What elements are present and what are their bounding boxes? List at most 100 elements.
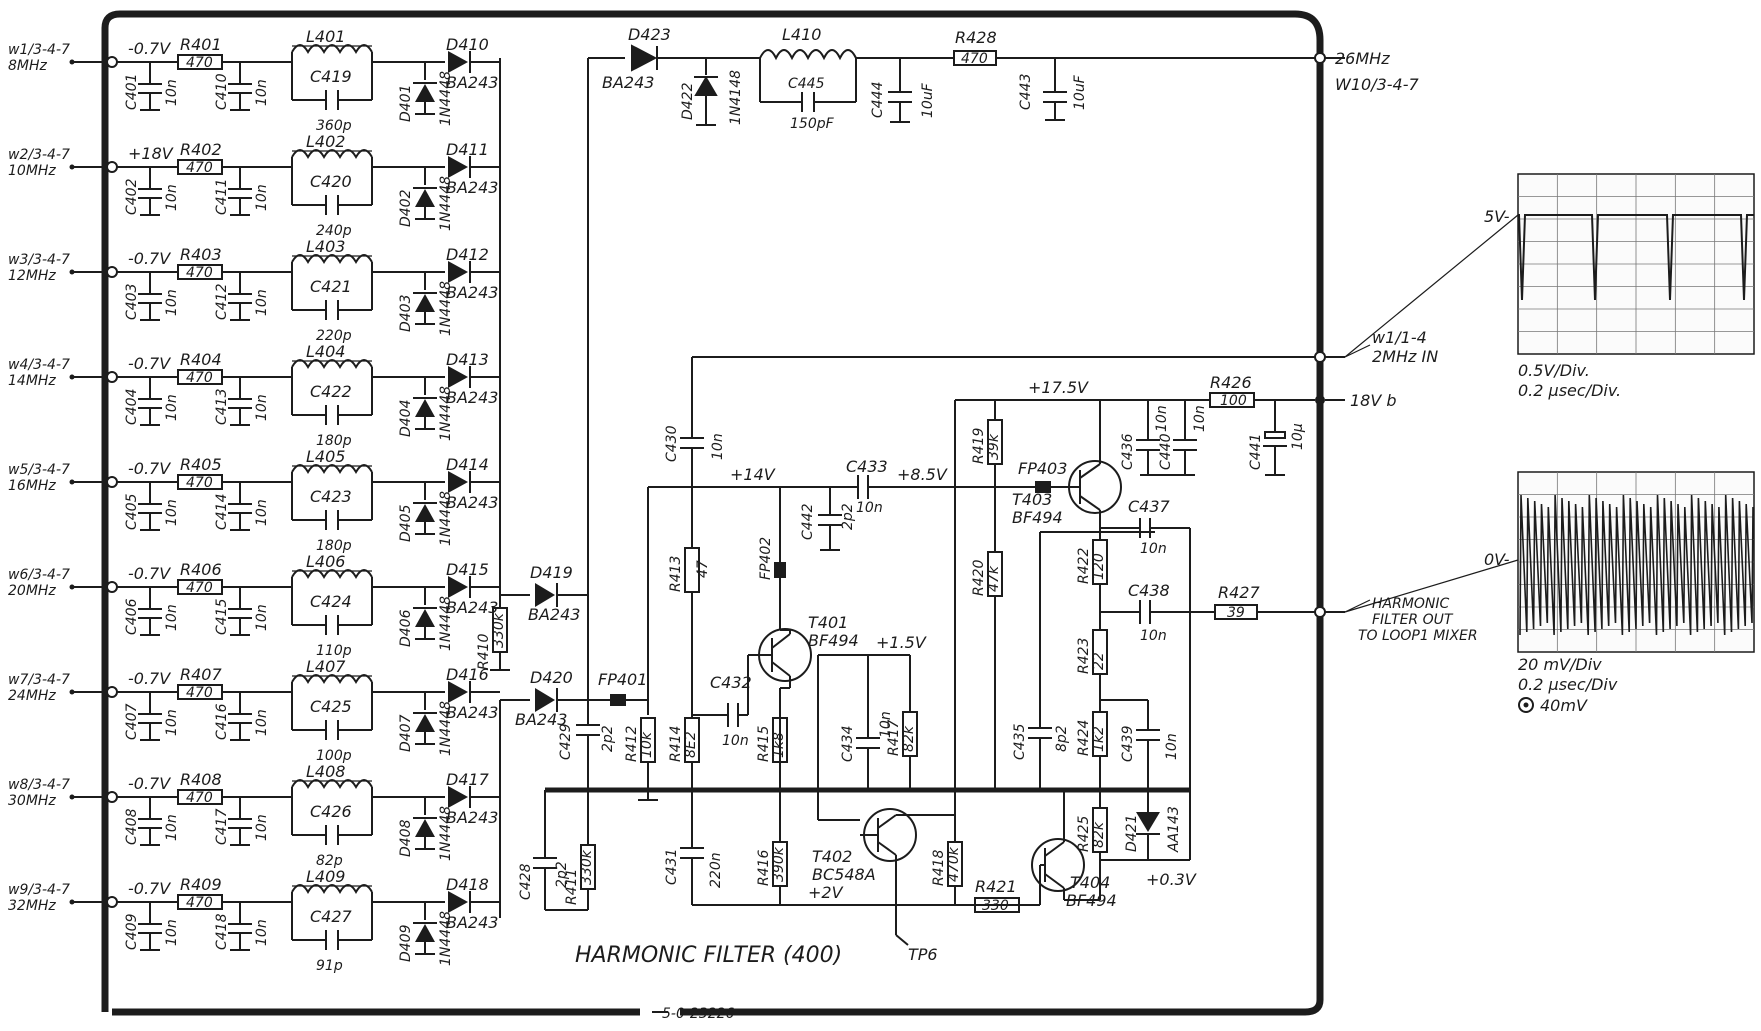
shunt-diode-label: D405	[398, 504, 414, 542]
c432-value: 10n	[722, 733, 749, 749]
c443-label: C443	[1018, 74, 1034, 111]
c442-value: 2p2	[840, 503, 856, 530]
output-26mhz-name: W10/3-4-7	[1335, 75, 1419, 94]
c440-value: 10n	[1192, 405, 1208, 432]
inductor-label: L409	[306, 867, 345, 886]
inductor-label: L408	[306, 762, 345, 781]
cap-label: C415	[214, 598, 230, 635]
cap-label: C405	[124, 493, 140, 530]
t401-type: BF494	[808, 631, 859, 650]
fp403-label: FP403	[1018, 459, 1067, 478]
c437-value: 10n	[1140, 541, 1167, 557]
r428-label: R428	[955, 28, 997, 47]
series-diode-label: D415	[446, 560, 489, 579]
cap-value: 10n	[254, 919, 270, 946]
d422-label: D422	[680, 82, 696, 120]
c439-label: C439	[1120, 725, 1136, 762]
r427-value: 39	[1227, 605, 1245, 621]
c445-value: 150pF	[790, 116, 835, 132]
v03-label: +0.3V	[1146, 870, 1197, 889]
series-diode-label: D411	[446, 140, 489, 159]
cap-label: C418	[214, 913, 230, 950]
resistor-value: 470	[186, 685, 213, 701]
input-2mhz-name: w1/1-4	[1372, 328, 1427, 347]
c438-value: 10n	[1140, 628, 1167, 644]
c444-label: C444	[870, 82, 886, 119]
c430-value: 10n	[710, 433, 726, 460]
series-diode-type: BA243	[446, 283, 498, 302]
inductor-label: L406	[306, 552, 345, 571]
scope-2-waveform	[1519, 494, 1754, 636]
bias-voltage: -0.7V	[128, 879, 171, 898]
input-name: w7/3-4-7	[8, 672, 70, 688]
cap-value: 10n	[254, 814, 270, 841]
r422-value: 120	[1091, 553, 1107, 580]
shunt-diode-type: 1N4448	[438, 281, 454, 336]
scope-1: 5V- 0.5V/Div. 0.2 µsec/Div.	[1344, 173, 1755, 400]
input-name: w1/3-4-7	[8, 42, 70, 58]
inductor-label: L401	[306, 27, 345, 46]
input-freq: 12MHz	[8, 268, 56, 284]
d420-label: D420	[530, 668, 573, 687]
resistor-value: 470	[186, 475, 213, 491]
c436-value: 10n	[1154, 405, 1170, 432]
d419-type: BA243	[528, 605, 580, 624]
inductor-label: L402	[306, 132, 345, 151]
supply-18v-label: 18V b	[1350, 391, 1397, 410]
bias-voltage: -0.7V	[128, 669, 171, 688]
cap-value: 10n	[164, 709, 180, 736]
cap-value: 10n	[164, 79, 180, 106]
cap-value: 10n	[254, 499, 270, 526]
c434-label: C434	[840, 726, 856, 763]
inductor-label: L403	[306, 237, 345, 256]
c433-value: 10n	[856, 500, 883, 516]
series-diode-type: BA243	[446, 808, 498, 827]
d423-type: BA243	[602, 73, 654, 92]
cap-label: C406	[124, 598, 140, 635]
c439-value: 10n	[1164, 733, 1180, 760]
c444-value: 10uF	[920, 82, 936, 118]
input-freq: 16MHz	[8, 478, 56, 494]
v175-label: +17.5V	[1028, 378, 1089, 397]
scope-2-level: 0V-	[1484, 550, 1510, 569]
c442-label: C442	[800, 503, 816, 540]
cap-label: C411	[214, 179, 230, 216]
t403-type: BF494	[1012, 508, 1063, 527]
series-diode-label: D412	[446, 245, 489, 264]
input-2mhz-freq: 2MHz IN	[1372, 347, 1438, 366]
v15-label: +1.5V	[876, 633, 927, 652]
bias-voltage: +18V	[128, 144, 174, 163]
r416-label: R416	[756, 849, 772, 886]
r419-value: 39k	[986, 433, 1002, 460]
c429-value: 2p2	[600, 725, 616, 752]
bias-voltage: -0.7V	[128, 564, 171, 583]
r423-label: R423	[1076, 638, 1092, 674]
shunt-diode-label: D402	[398, 189, 414, 227]
fp402-label: FP402	[758, 537, 774, 580]
resistor-value: 470	[186, 580, 213, 596]
resistor-value: 470	[186, 370, 213, 386]
cap-label: C409	[124, 913, 140, 950]
series-diode-label: D416	[446, 665, 489, 684]
r411-value: 330k	[579, 849, 595, 885]
board-frame	[101, 10, 1324, 1016]
shunt-diode-type: 1N4448	[438, 491, 454, 546]
c432-label: C432	[710, 673, 752, 692]
tank-cap-label: C424	[310, 592, 352, 611]
cap-value: 10n	[254, 394, 270, 421]
tank-cap-label: C420	[310, 172, 352, 191]
d420-type: BA243	[515, 710, 567, 729]
resistor-value: 470	[186, 265, 213, 281]
cap-label: C414	[214, 494, 230, 531]
cap-label: C403	[124, 284, 140, 321]
bias-voltage: -0.7V	[128, 774, 171, 793]
tank-cap-label: C421	[310, 277, 352, 296]
cap-label: C416	[214, 703, 230, 740]
tank-cap-label: C425	[310, 697, 352, 716]
resistor-value: 470	[186, 895, 213, 911]
bias-voltage: -0.7V	[128, 459, 171, 478]
tank-cap-value: 82p	[316, 853, 343, 869]
r415-label: R415	[756, 725, 772, 762]
series-diode-label: D413	[446, 350, 489, 369]
